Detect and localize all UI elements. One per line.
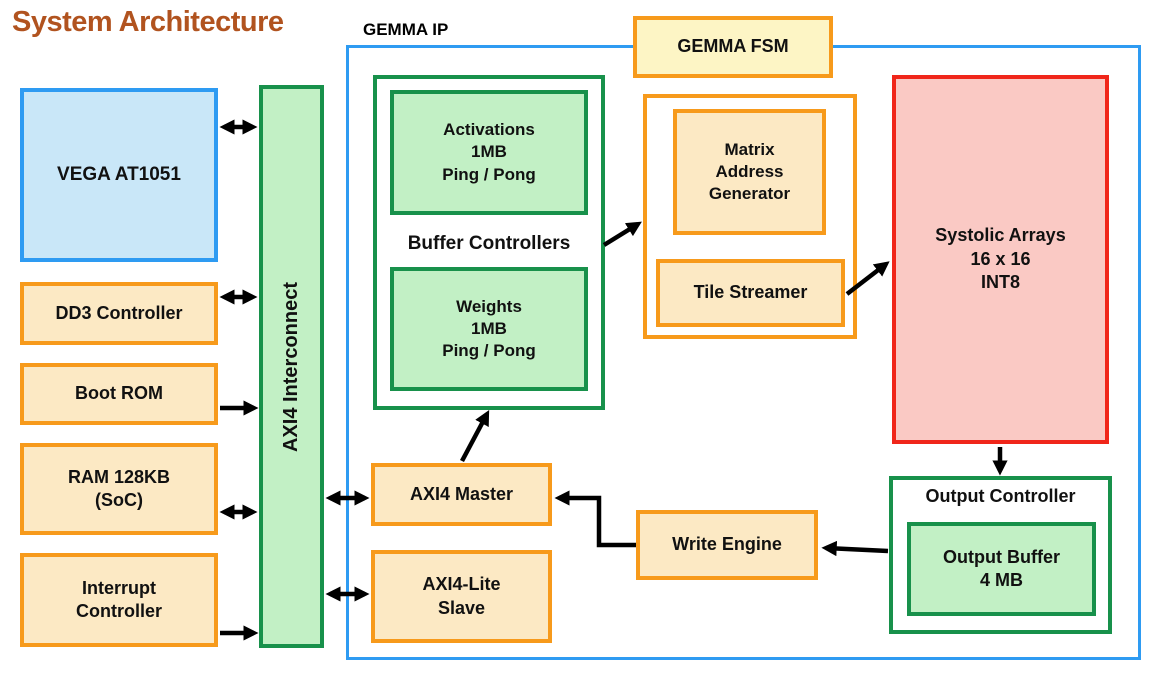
gemma-ip-boundary-label: GEMMA IP [363, 20, 449, 39]
output-buffer-label: Output Buffer 4 MB [943, 546, 1060, 590]
tile-streamer-block: Tile Streamer [656, 259, 845, 327]
axi4-lite-slave-block: AXI4-Lite Slave [371, 550, 552, 643]
activations-buffer-block: Activations 1MB Ping / Pong [390, 90, 588, 215]
activations-buffer-label: Activations 1MB Ping / Pong [442, 120, 536, 184]
write-engine-block: Write Engine [636, 510, 818, 580]
dd3-controller-label: DD3 Controller [55, 302, 183, 323]
vega-label: VEGA AT1051 [57, 163, 181, 185]
boot-rom-label: Boot ROM [75, 383, 163, 404]
vega-block: VEGA AT1051 [20, 88, 218, 262]
axi4-interconnect-label: AXI4 Interconnect [280, 281, 303, 452]
ram-label: RAM 128KB (SoC) [67, 466, 171, 510]
systolic-arrays-label: Systolic Arrays 16 x 16 INT8 [935, 225, 1066, 293]
matrix-address-generator-block: Matrix Address Generator [673, 109, 826, 235]
interrupt-controller-block: Interrupt Controller [20, 553, 218, 647]
dd3-controller-block: DD3 Controller [20, 282, 218, 345]
output-buffer-block: Output Buffer 4 MB [907, 522, 1096, 616]
axi4-master-label: AXI4 Master [409, 483, 514, 504]
axi4-lite-slave-label: AXI4-Lite Slave [422, 574, 501, 618]
write-engine-label: Write Engine [672, 534, 782, 555]
interrupt-controller-label: Interrupt Controller [75, 577, 162, 621]
axi4-master-block: AXI4 Master [371, 463, 552, 526]
gemma-fsm-block: GEMMA FSM [633, 16, 833, 78]
matrix-address-generator-label: Matrix Address Generator [708, 139, 791, 204]
ram-block: RAM 128KB (SoC) [20, 443, 218, 535]
weights-buffer-label: Weights 1MB Ping / Pong [442, 296, 536, 361]
buffer-controllers-label: Buffer Controllers [407, 233, 571, 254]
weights-buffer-block: Weights 1MB Ping / Pong [390, 267, 588, 391]
boot-rom-block: Boot ROM [20, 363, 218, 425]
axi4-interconnect-block: AXI4 Interconnect [259, 85, 324, 648]
output-controller-label: Output Controller [925, 486, 1076, 506]
page-title: System Architecture [12, 6, 284, 38]
systolic-arrays-block: Systolic Arrays 16 x 16 INT8 [892, 75, 1109, 444]
gemma-fsm-label: GEMMA FSM [677, 36, 789, 57]
tile-streamer-label: Tile Streamer [693, 282, 808, 303]
